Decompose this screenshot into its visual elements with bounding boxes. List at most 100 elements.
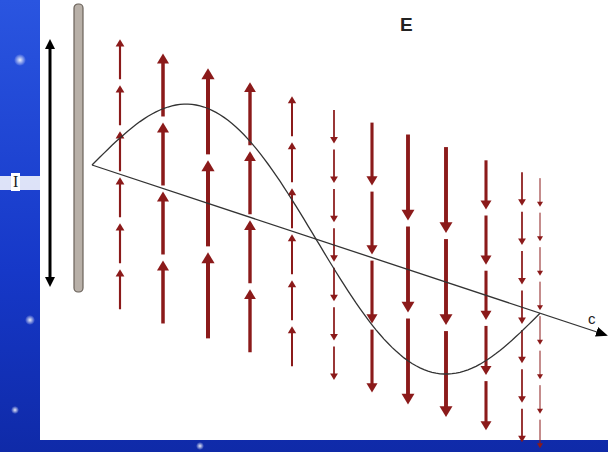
field-arrow-head xyxy=(518,436,526,442)
field-arrow-shaft xyxy=(406,227,410,304)
field-arrow-head xyxy=(366,383,377,392)
field-arrow-head xyxy=(402,302,415,313)
field-arrow-head xyxy=(537,305,543,310)
field-arrow-head xyxy=(537,202,543,207)
antenna-rod xyxy=(74,4,83,292)
field-arrow-shaft xyxy=(540,316,541,341)
field-arrow-shaft xyxy=(444,331,448,408)
field-arrow-shaft xyxy=(248,297,251,352)
field-arrow-head xyxy=(440,314,453,325)
field-arrow-head xyxy=(518,239,526,245)
field-arrow-head xyxy=(518,357,526,363)
field-arrow-shaft xyxy=(119,137,121,171)
field-arrow-shaft xyxy=(119,183,121,217)
field-arrow-head xyxy=(518,278,526,284)
field-arrow-head xyxy=(116,85,125,92)
field-arrow-head xyxy=(288,280,296,287)
field-arrow-shaft xyxy=(370,261,373,317)
field-arrow-shaft xyxy=(521,369,523,397)
field-arrow-head xyxy=(481,311,492,320)
field-arrow-shaft xyxy=(161,269,165,324)
field-arrow-head xyxy=(537,409,543,414)
field-arrow-shaft xyxy=(119,275,121,309)
field-arrow-head xyxy=(518,317,526,323)
field-arrow-shaft xyxy=(484,381,487,423)
sparkle xyxy=(14,54,26,66)
field-arrow-shaft xyxy=(248,90,251,145)
field-arrow-shaft xyxy=(291,102,293,136)
field-arrow-shaft xyxy=(248,159,251,214)
field-arrow-head xyxy=(481,200,492,209)
field-arrow-shaft xyxy=(444,239,448,316)
field-arrow-shaft xyxy=(333,268,335,296)
field-arrow-shaft xyxy=(119,91,121,125)
field-arrow-head xyxy=(366,176,377,185)
field-arrow-shaft xyxy=(444,147,448,224)
field-arrow-shaft xyxy=(161,200,165,255)
field-arrow-shaft xyxy=(521,409,523,437)
field-arrow-shaft xyxy=(484,271,487,313)
field-arrow-shaft xyxy=(540,247,541,272)
field-arrow-head xyxy=(157,122,169,132)
field-arrow-head xyxy=(440,406,453,417)
field-arrow-head xyxy=(537,271,543,276)
field-arrow-shaft xyxy=(161,131,165,186)
field-arrow-shaft xyxy=(406,319,410,396)
field-arrow-shaft xyxy=(484,216,487,258)
field-arrow-shaft xyxy=(370,192,373,248)
current-arrow xyxy=(49,44,52,282)
field-arrow-head xyxy=(537,236,543,241)
field-arrow-head xyxy=(201,160,214,171)
field-arrow-head xyxy=(116,223,125,230)
current-label: I xyxy=(11,173,20,191)
field-arrow-head xyxy=(537,374,543,379)
field-arrow-head xyxy=(481,421,492,430)
field-arrow-head xyxy=(330,334,338,340)
field-arrow-shaft xyxy=(521,330,523,358)
field-arrow-shaft xyxy=(333,189,335,217)
field-arrow-head xyxy=(402,210,415,221)
field-arrow-shaft xyxy=(540,282,541,307)
field-arrow-shaft xyxy=(333,110,335,138)
field-arrow-head xyxy=(244,82,256,92)
field-arrow-shaft xyxy=(333,149,335,177)
field-arrow-head xyxy=(537,443,543,448)
field-arrow-head xyxy=(330,216,338,222)
field-arrow-head xyxy=(244,289,256,299)
field-arrow-head xyxy=(288,234,296,241)
field-arrow-head xyxy=(157,53,169,63)
field-arrow-shaft xyxy=(406,135,410,212)
field-arrow-head xyxy=(366,245,377,254)
field-arrow-head xyxy=(157,260,169,270)
field-arrow-head xyxy=(288,142,296,149)
field-arrow-head xyxy=(116,39,125,46)
field-arrow-shaft xyxy=(248,228,251,283)
field-arrow-shaft xyxy=(540,351,541,376)
sparkle xyxy=(11,406,19,414)
field-arrow-head xyxy=(330,176,338,182)
field-arrow-head xyxy=(481,366,492,375)
field-arrow-shaft xyxy=(206,77,210,154)
field-arrow-shaft xyxy=(540,178,541,203)
field-arrow-head xyxy=(330,374,338,380)
field-arrow-shaft xyxy=(370,330,373,386)
sparkle xyxy=(196,442,204,450)
field-arrow-shaft xyxy=(540,213,541,238)
field-arrow-shaft xyxy=(119,229,121,263)
speed-label: c xyxy=(586,310,598,327)
field-arrow-head xyxy=(518,396,526,402)
propagation-axis xyxy=(92,165,606,335)
field-arrow-shaft xyxy=(333,228,335,256)
field-arrow-head xyxy=(402,394,415,405)
field-arrow-shaft xyxy=(484,160,487,202)
field-arrow-head xyxy=(330,295,338,301)
field-arrow-head xyxy=(116,269,125,276)
field-arrow-head xyxy=(201,68,214,79)
field-arrow-shaft xyxy=(540,385,541,410)
field-label: E xyxy=(398,14,415,35)
field-arrow-head xyxy=(518,199,526,205)
field-arrow-shaft xyxy=(521,251,523,279)
field-arrow-head xyxy=(330,137,338,143)
field-arrow-head xyxy=(116,177,125,184)
